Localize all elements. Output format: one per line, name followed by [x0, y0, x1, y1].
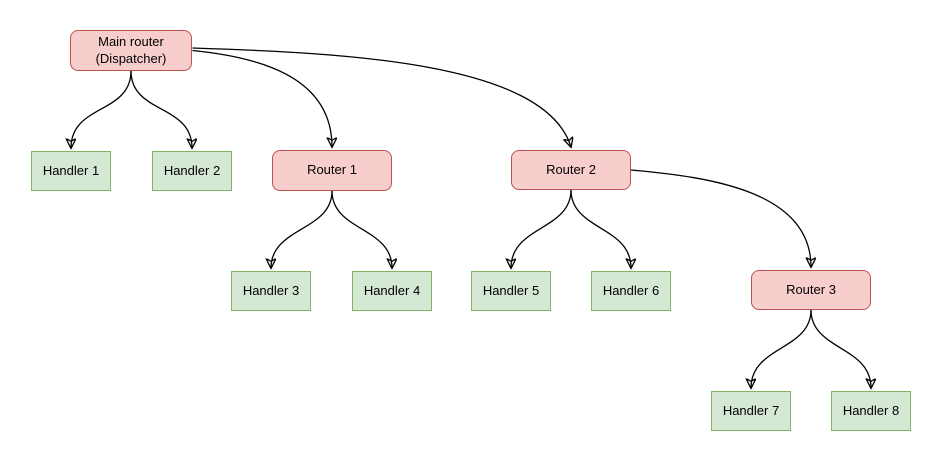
- node-handler-3: Handler 3: [231, 271, 311, 311]
- edge-router-3-to-handler-7: [751, 309, 812, 388]
- node-handler-8: Handler 8: [831, 391, 911, 431]
- node-router-3-label: Router 3: [786, 281, 836, 297]
- node-main-router: Main router (Dispatcher): [70, 30, 192, 71]
- edge-router-2-to-handler-6: [570, 189, 631, 268]
- node-handler-7-label: Handler 7: [722, 402, 780, 418]
- node-router-1-label: Router 1: [307, 162, 357, 178]
- node-handler-1: Handler 1: [31, 151, 111, 191]
- node-handler-5-label: Handler 5: [482, 282, 540, 298]
- edge-router-1-to-handler-4: [331, 190, 392, 268]
- node-handler-6: Handler 6: [591, 271, 671, 311]
- node-handler-3-label: Handler 3: [242, 282, 300, 298]
- edge-main-to-handler-2: [130, 70, 192, 148]
- node-handler-5: Handler 5: [471, 271, 551, 311]
- edge-router-2-to-router-3: [630, 169, 811, 267]
- edge-router-1-to-handler-3: [271, 190, 333, 268]
- node-handler-7: Handler 7: [711, 391, 791, 431]
- node-handler-4: Handler 4: [352, 271, 432, 311]
- node-main-router-label: Main router (Dispatcher): [95, 34, 167, 66]
- edge-main-to-router-1: [192, 49, 333, 148]
- node-handler-4-label: Handler 4: [363, 282, 421, 298]
- edge-main-to-handler-1: [71, 70, 132, 148]
- node-router-2-label: Router 2: [546, 161, 596, 177]
- edge-router-2-to-handler-5: [511, 189, 572, 268]
- node-handler-6-label: Handler 6: [602, 282, 660, 298]
- node-router-3: Router 3: [751, 270, 871, 310]
- node-router-1: Router 1: [272, 150, 392, 191]
- node-handler-2: Handler 2: [152, 151, 232, 191]
- node-handler-8-label: Handler 8: [842, 402, 900, 418]
- node-handler-2-label: Handler 2: [163, 162, 221, 178]
- node-router-2: Router 2: [511, 150, 631, 190]
- edge-main-to-router-2: [192, 47, 572, 147]
- edge-router-3-to-handler-8: [810, 309, 871, 388]
- node-handler-1-label: Handler 1: [42, 162, 100, 178]
